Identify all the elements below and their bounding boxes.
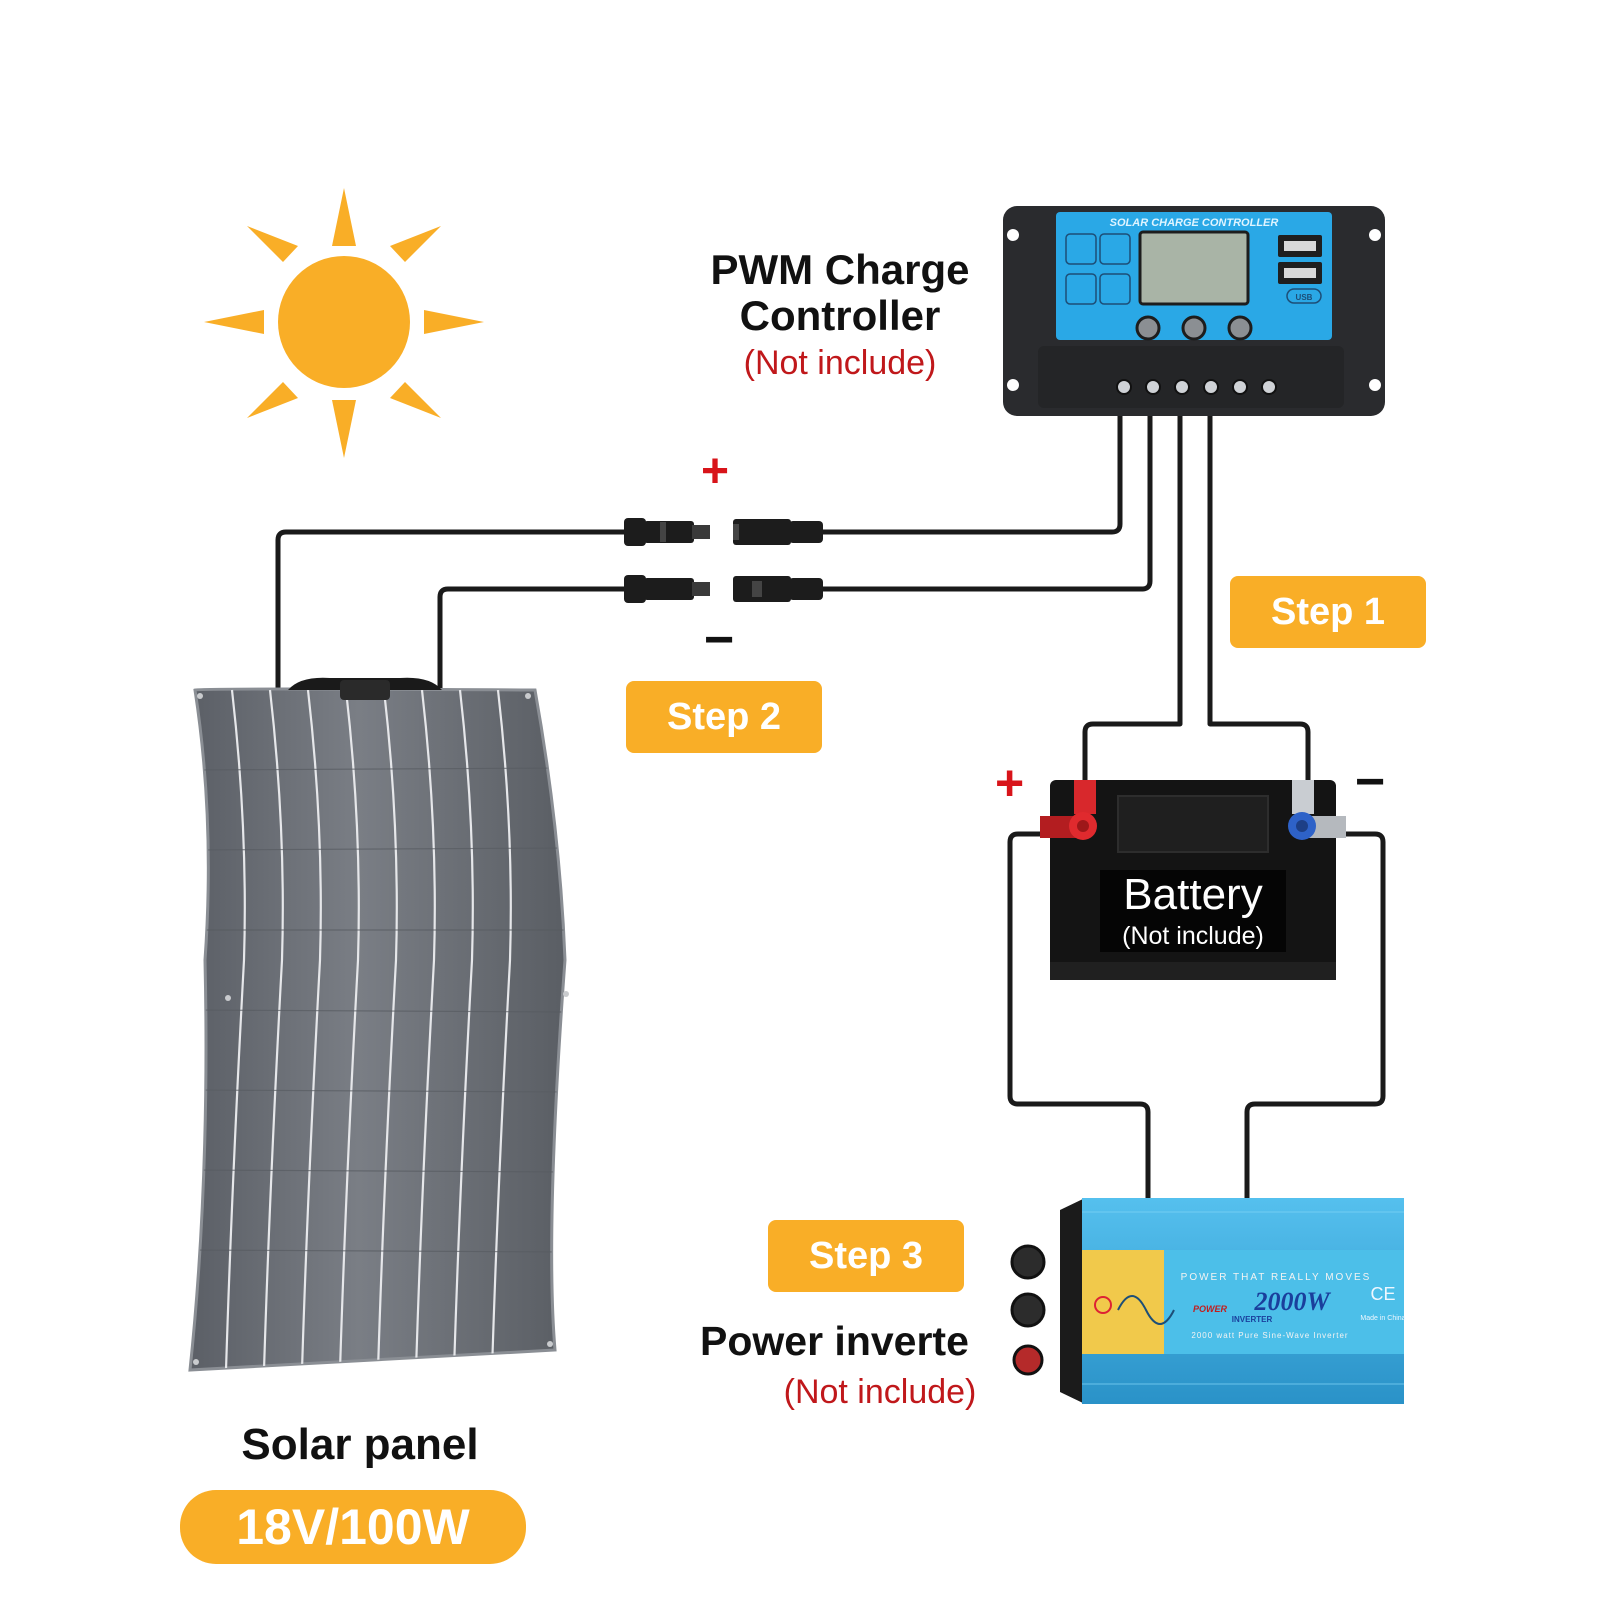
inverter-title: Power inverte xyxy=(700,1318,969,1364)
sun-icon xyxy=(204,188,484,458)
battery-title: Battery xyxy=(1123,870,1263,919)
wire-controller-pv-positive xyxy=(820,410,1123,535)
charge-controller-image: SOLAR CHARGE CONTROLLER USB xyxy=(1003,206,1385,416)
controller-title-line1: PWM Charge xyxy=(710,246,970,293)
battery-minus-sign: − xyxy=(1355,753,1386,811)
battery-negative-terminal xyxy=(1288,780,1346,840)
wire-panel-positive xyxy=(275,529,625,690)
inverter-device-brand2: INVERTER xyxy=(1232,1315,1273,1324)
mc4-connector-negative-male xyxy=(624,575,710,603)
wire-controller-battery-positive xyxy=(1082,410,1183,785)
inverter-device-slogan: POWER THAT REALLY MOVES xyxy=(1181,1272,1372,1283)
inverter-device-ce: CE xyxy=(1370,1284,1395,1304)
wires xyxy=(275,410,1386,1205)
solar-panel-title: Solar panel xyxy=(241,1420,479,1469)
mc4-connector-positive-female xyxy=(733,519,823,545)
wire-battery-inverter-negative xyxy=(1244,831,1386,1205)
wire-controller-pv-negative xyxy=(820,410,1153,592)
battery-plus-sign: + xyxy=(995,755,1025,811)
pv-plus-sign: + xyxy=(701,445,730,498)
inverter-image: POWER THAT REALLY MOVES 2000W POWER INVE… xyxy=(1010,1198,1406,1404)
step-3-badge: Step 3 xyxy=(768,1220,964,1292)
inverter-device-origin: Made in China xyxy=(1360,1315,1405,1322)
step-2-badge: Step 2 xyxy=(626,681,822,753)
mc4-connectors xyxy=(624,518,823,603)
mc4-connector-positive-male xyxy=(624,518,710,546)
battery-note: (Not include) xyxy=(1122,922,1264,950)
solar-panel-spec-badge: 18V/100W xyxy=(180,1490,526,1564)
wire-battery-inverter-positive xyxy=(1007,831,1151,1205)
wire-panel-negative xyxy=(437,586,625,690)
controller-device-label: SOLAR CHARGE CONTROLLER xyxy=(1110,217,1279,229)
inverter-device-power: 2000W xyxy=(1253,1287,1331,1316)
mc4-connector-negative-female xyxy=(733,576,823,602)
controller-usb-label: USB xyxy=(1296,293,1313,302)
wire-controller-battery-negative xyxy=(1207,410,1311,785)
controller-note: (Not include) xyxy=(743,344,937,382)
pv-minus-sign: − xyxy=(704,611,735,669)
solar-panel-image xyxy=(188,677,569,1372)
battery-positive-terminal xyxy=(1040,780,1097,840)
step-1-badge: Step 1 xyxy=(1230,576,1426,648)
inverter-device-desc: 2000 watt Pure Sine-Wave Inverter xyxy=(1191,1331,1348,1340)
inverter-device-brand: POWER xyxy=(1193,1304,1228,1314)
battery-image xyxy=(1040,780,1346,980)
controller-title-line2: Controller xyxy=(739,292,941,339)
inverter-note: (Not include) xyxy=(783,1373,977,1411)
